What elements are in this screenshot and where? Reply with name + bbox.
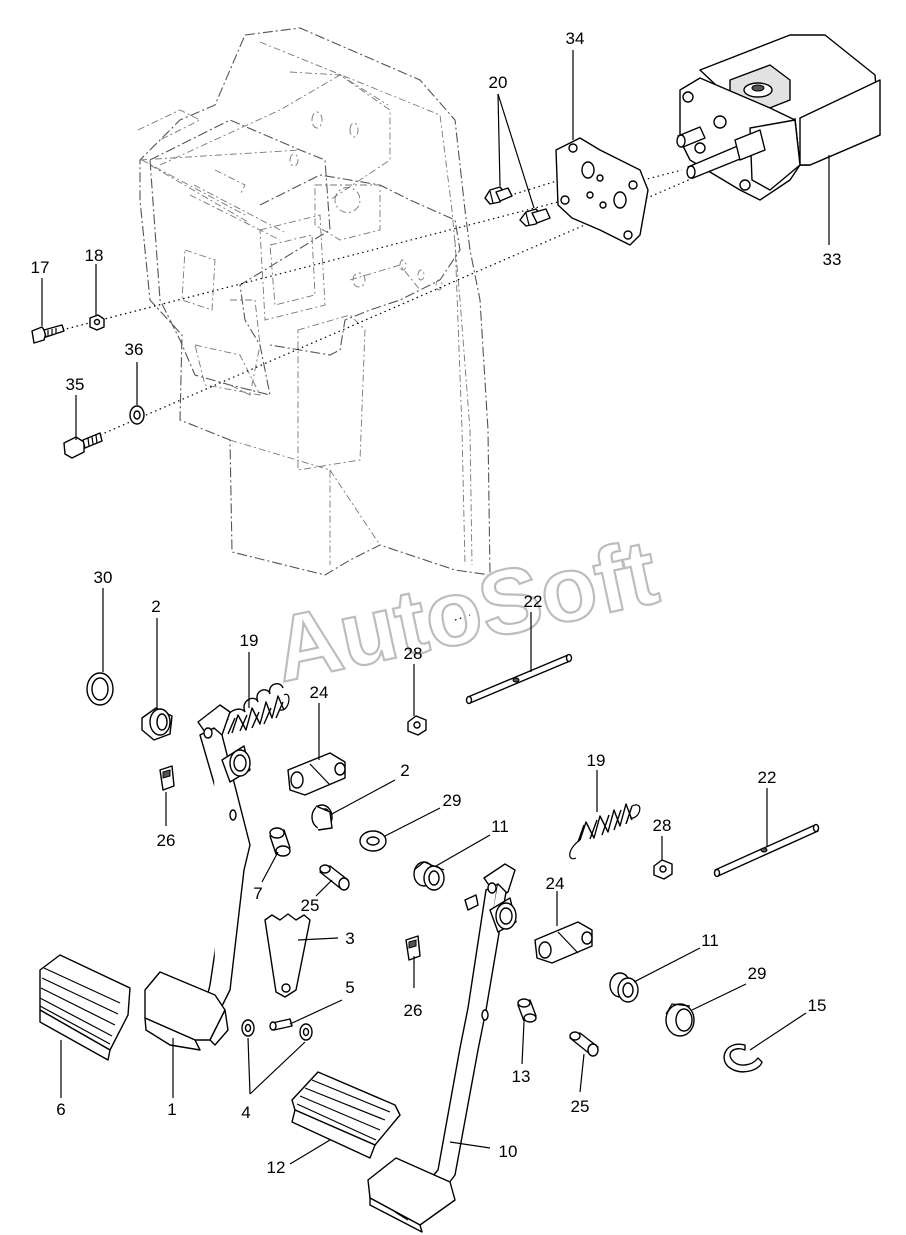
nut-18 [89, 314, 105, 331]
callout-34: 34 [566, 29, 585, 48]
callout-36: 36 [125, 340, 144, 359]
spring-19-upper [226, 683, 290, 735]
callout-35: 35 [66, 375, 85, 394]
callout-1: 1 [167, 1100, 176, 1119]
callout-25-upper: 25 [301, 896, 320, 915]
bolt-35 [63, 432, 103, 459]
clip-26-lower [405, 935, 421, 961]
pin-5 [269, 1018, 293, 1031]
pin-25-upper [319, 864, 350, 891]
pedal-pad-6 [39, 954, 131, 1061]
callout-2-upper: 2 [151, 597, 160, 616]
callout-15: 15 [808, 996, 827, 1015]
callout-4: 4 [241, 1103, 250, 1122]
pedal-arm-1 [144, 704, 251, 1051]
yoke-24-right [534, 921, 593, 964]
watermark-text: AutoSoft [265, 521, 666, 702]
washer-29-lower [665, 1003, 695, 1037]
pin-25-lower [569, 1031, 599, 1057]
bushing-2-upper [141, 707, 173, 741]
callout-10: 10 [499, 1142, 518, 1161]
callout-5: 5 [345, 978, 354, 997]
callout-25-lower: 25 [571, 1097, 590, 1116]
pedal-pad-12 [291, 1071, 401, 1159]
callout-12: 12 [267, 1158, 286, 1177]
pin-22-upper [465, 653, 573, 705]
return-plate-3 [264, 913, 311, 998]
callout-labels: 17 18 35 36 20 34 33 30 2 19 22 28 24 26… [31, 29, 842, 1177]
bushing-2-lower [311, 804, 333, 831]
callout-20: 20 [489, 73, 508, 92]
callout-29-upper: 29 [443, 791, 462, 810]
callout-29-lower: 29 [748, 964, 767, 983]
pedal-support-bracket-phantom [137, 27, 491, 576]
callout-2-lower: 2 [400, 761, 409, 780]
callout-26-lower: 26 [404, 1001, 423, 1020]
callout-19-lower: 19 [587, 751, 606, 770]
leader-lines [41, 50, 830, 1165]
callout-17: 17 [31, 258, 50, 277]
pedal-arm-10 [367, 863, 517, 1233]
callout-22-lower: 22 [758, 768, 777, 787]
yoke-24-left [287, 752, 346, 796]
washer-30 [86, 672, 114, 706]
fitting-20-right [519, 208, 551, 227]
callout-26-upper: 26 [157, 831, 176, 850]
bushing-11-lower [609, 972, 639, 1003]
callout-24-lower: 24 [546, 874, 565, 893]
washer-29-upper [359, 830, 387, 852]
bolt-17 [31, 324, 65, 344]
clip-26-upper [159, 765, 175, 791]
gasket-34 [555, 137, 649, 246]
callout-28-lower: 28 [653, 816, 672, 835]
washer-36 [129, 405, 145, 425]
pin-22-lower [713, 823, 820, 878]
callout-19-upper: 19 [240, 631, 259, 650]
bushing-11-upper [413, 861, 445, 891]
callout-6: 6 [56, 1100, 65, 1119]
callout-13: 13 [512, 1067, 531, 1086]
fitting-20-left [484, 186, 513, 205]
callout-7: 7 [253, 884, 262, 903]
alignment-lines [61, 169, 701, 621]
master-cylinder-33 [676, 34, 881, 201]
nut-28-lower [653, 859, 673, 880]
callout-3: 3 [345, 929, 354, 948]
callout-11-lower: 11 [701, 931, 719, 950]
spring-19-lower [569, 803, 641, 860]
callout-30: 30 [94, 568, 113, 587]
callout-28-upper: 28 [404, 644, 423, 663]
sleeve-13 [517, 998, 537, 1023]
callout-24-upper: 24 [310, 683, 329, 702]
callout-22-upper: 22 [524, 592, 543, 611]
sleeve-7 [269, 827, 291, 857]
nut-28-upper [407, 715, 427, 736]
callout-11-upper: 11 [491, 817, 509, 836]
callout-33: 33 [823, 250, 842, 269]
e-clip-15 [723, 1043, 763, 1073]
callout-18: 18 [85, 246, 104, 265]
washers-4 [241, 1019, 313, 1041]
